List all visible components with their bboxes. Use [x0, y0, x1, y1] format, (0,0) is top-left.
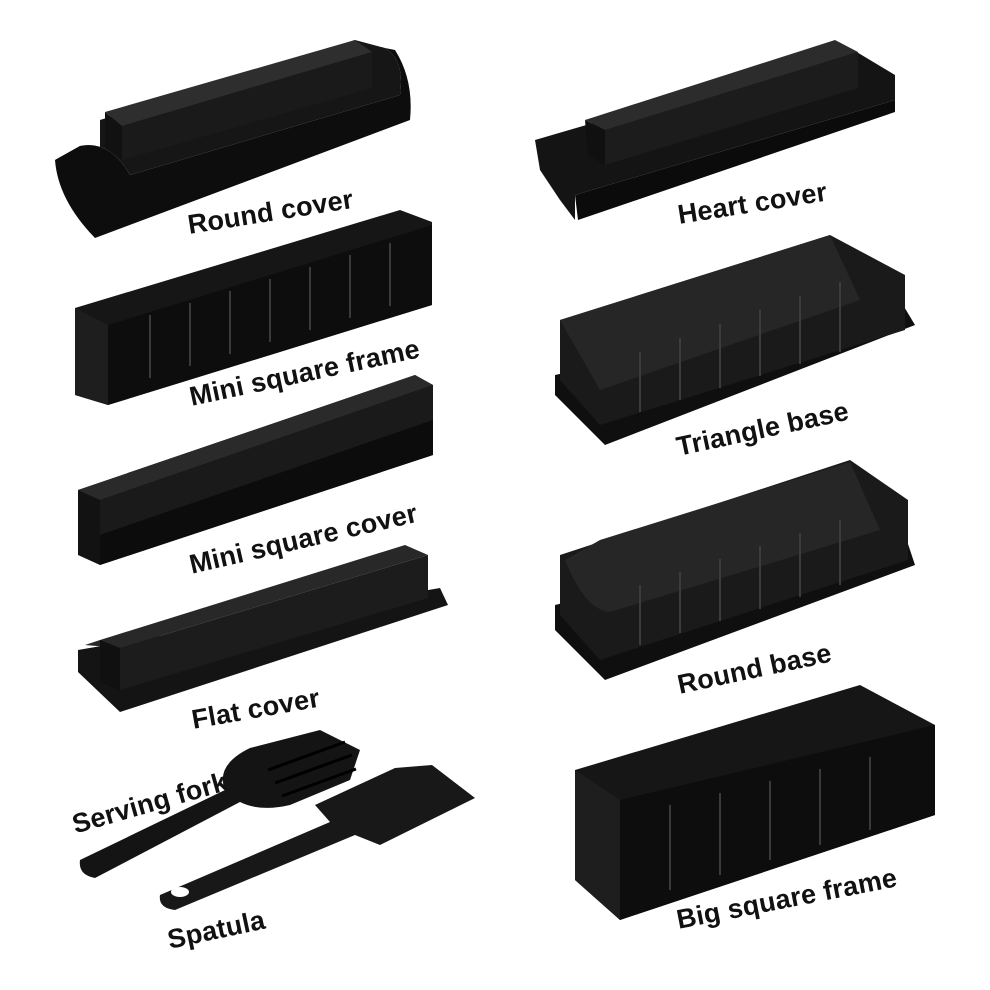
round-base-piece: [555, 460, 915, 680]
mini-square-cover-piece: [78, 375, 433, 565]
triangle-base-piece: [555, 235, 915, 445]
heart-cover-piece: [535, 40, 895, 220]
round-cover-piece: [55, 40, 411, 238]
flat-cover-piece: [78, 545, 448, 712]
mini-square-frame-piece: [75, 210, 432, 405]
spatula-piece: [159, 765, 475, 910]
serving-fork-piece: [79, 730, 360, 878]
big-square-frame-piece: [575, 685, 935, 920]
